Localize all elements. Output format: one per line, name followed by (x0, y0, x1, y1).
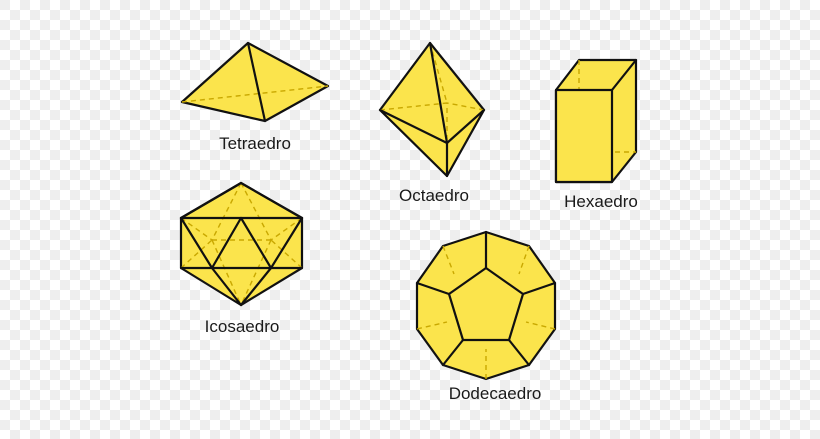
label-hexaedro: Hexaedro (564, 192, 638, 211)
label-icosaedro: Icosaedro (204, 317, 280, 336)
hexahedron-shape (554, 58, 638, 184)
octahedron-shape (378, 41, 486, 178)
tetrahedron-shape (180, 41, 330, 123)
label-tetraedro: Tetraedro (219, 134, 291, 153)
label-octaedro: Octaedro (399, 186, 469, 205)
dodecahedron-shape (415, 230, 557, 381)
label-dodecaedro: Dodecaedro (448, 384, 542, 403)
icosahedron-shape (179, 181, 304, 307)
